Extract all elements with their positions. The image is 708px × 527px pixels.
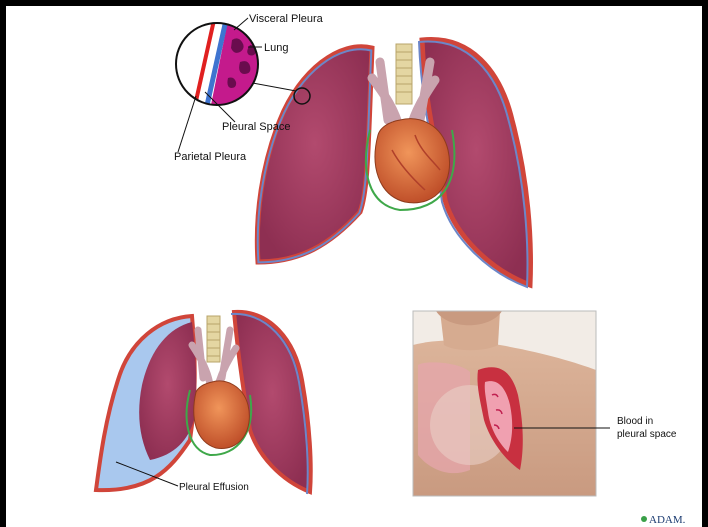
heart-bottom: [194, 381, 250, 448]
adam-logo-text: ADAM.: [649, 514, 686, 526]
magnified-pleura-circle: [176, 20, 270, 110]
label-visceral-pleura: Visceral Pleura: [249, 13, 324, 25]
top-lungs: [257, 40, 530, 287]
trachea-bottom: [207, 316, 220, 362]
label-blood-line1: Blood in: [617, 416, 653, 427]
hemothorax-panel: [413, 311, 596, 496]
label-lung: Lung: [264, 42, 288, 54]
left-lung-top: [257, 47, 372, 262]
trachea-top: [396, 44, 412, 104]
adam-logo: ADAM.: [641, 514, 686, 526]
label-pleural-space: Pleural Space: [222, 121, 291, 133]
adam-logo-icon: [641, 516, 647, 522]
label-parietal-pleura: Parietal Pleura: [174, 151, 247, 163]
label-blood-line2: pleural space: [617, 429, 677, 440]
heart-top: [375, 119, 450, 203]
label-pleural-effusion: Pleural Effusion: [179, 482, 249, 493]
